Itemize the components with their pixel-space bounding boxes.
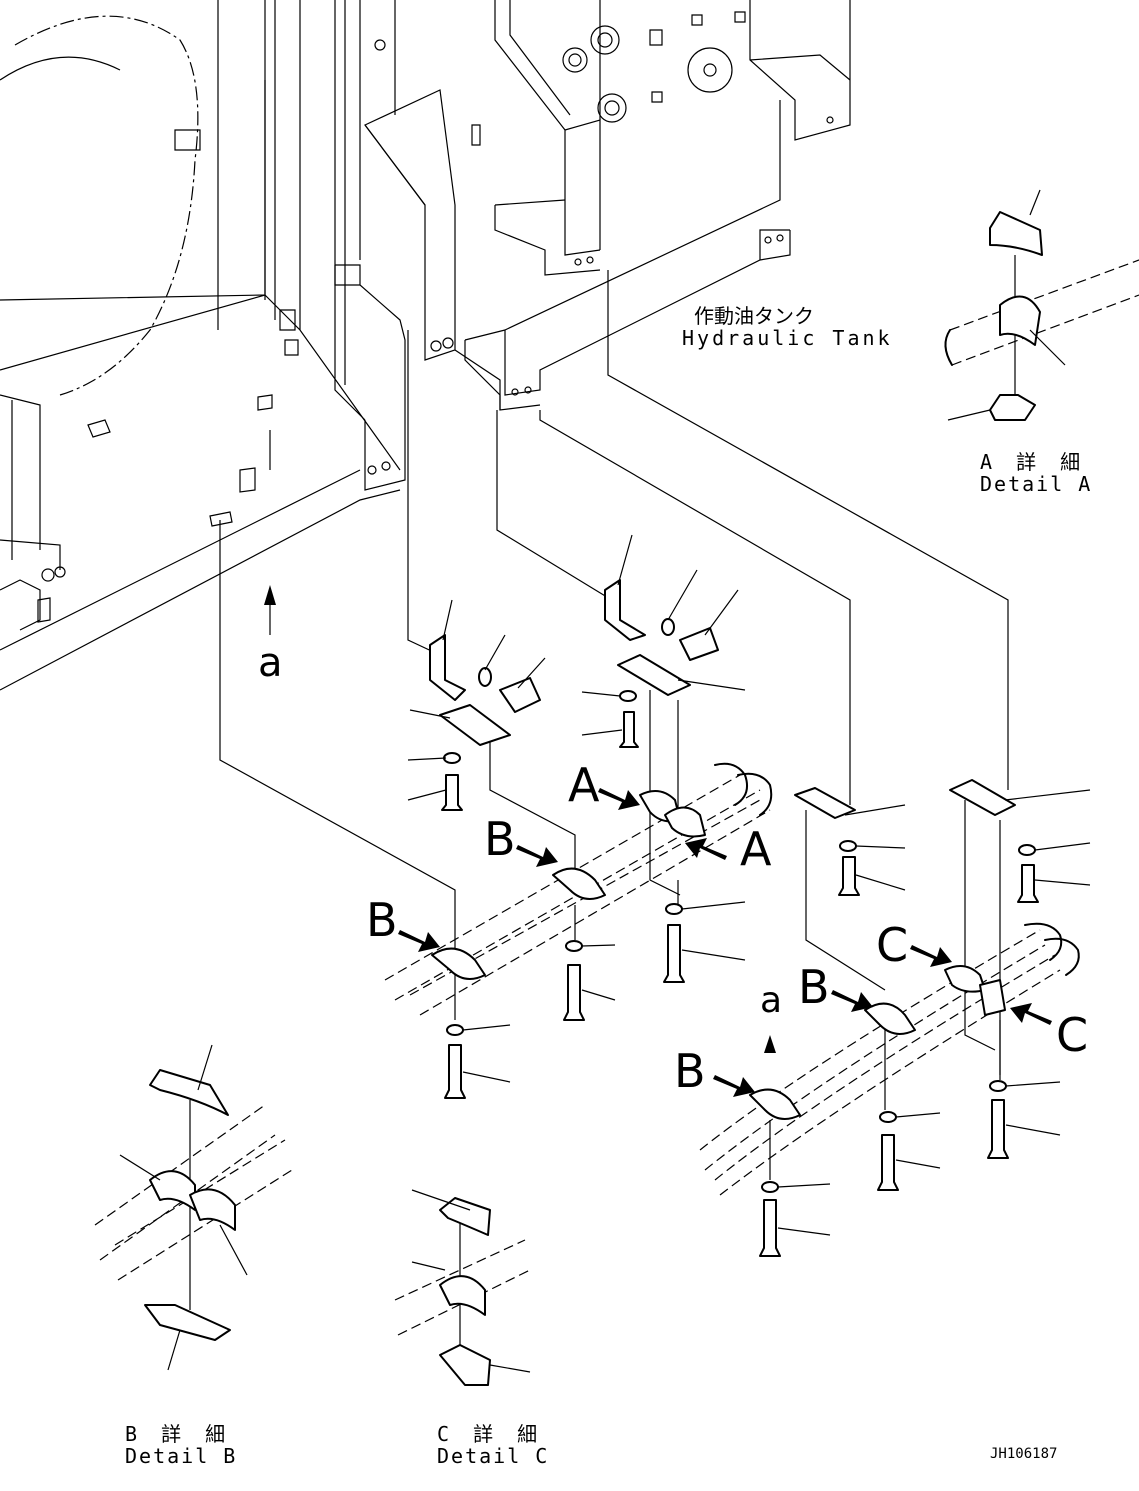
detail-a-label-en: Detail A xyxy=(980,472,1093,496)
callout-b-3: B xyxy=(798,960,830,1014)
detail-a-label-jp: A 詳 細 xyxy=(980,450,1087,474)
callout-c-1: C xyxy=(876,918,909,972)
callout-b-4: B xyxy=(674,1044,706,1098)
washers xyxy=(443,690,1036,1193)
plate-right-a xyxy=(794,787,856,819)
view-mark-a-lower: a xyxy=(760,980,783,1021)
bracket-left xyxy=(429,634,541,746)
tank-label-jp: 作動油タンク xyxy=(694,304,814,328)
hydraulic-tank xyxy=(464,0,851,411)
detail-b xyxy=(94,1044,293,1371)
machine-frame xyxy=(0,0,501,691)
direction-arrows xyxy=(264,585,1052,1097)
clamps-main xyxy=(431,790,1006,1120)
drawing-number: JH106187 xyxy=(990,1446,1058,1462)
callout-c-2: C xyxy=(1056,1008,1089,1062)
callout-a-2: A xyxy=(740,822,772,876)
detail-b-label-en: Detail B xyxy=(125,1444,238,1468)
tank-label-en: Hydraulic Tank xyxy=(682,326,893,350)
callout-b-2: B xyxy=(366,893,398,947)
detail-b-label-jp: B 詳 細 xyxy=(125,1422,232,1446)
callout-a-1: A xyxy=(568,758,600,812)
plate-right-b xyxy=(949,779,1016,816)
view-mark-a-upper: a xyxy=(258,640,283,686)
detail-a xyxy=(944,189,1139,421)
detail-c xyxy=(394,1189,531,1386)
part-leader-lines xyxy=(407,534,1091,1236)
callout-b-1: B xyxy=(484,812,516,866)
detail-c-label-jp: C 詳 細 xyxy=(437,1422,544,1446)
detail-c-label-en: Detail C xyxy=(437,1444,550,1468)
bolts xyxy=(441,711,1039,1257)
bracket-centre xyxy=(604,579,719,696)
